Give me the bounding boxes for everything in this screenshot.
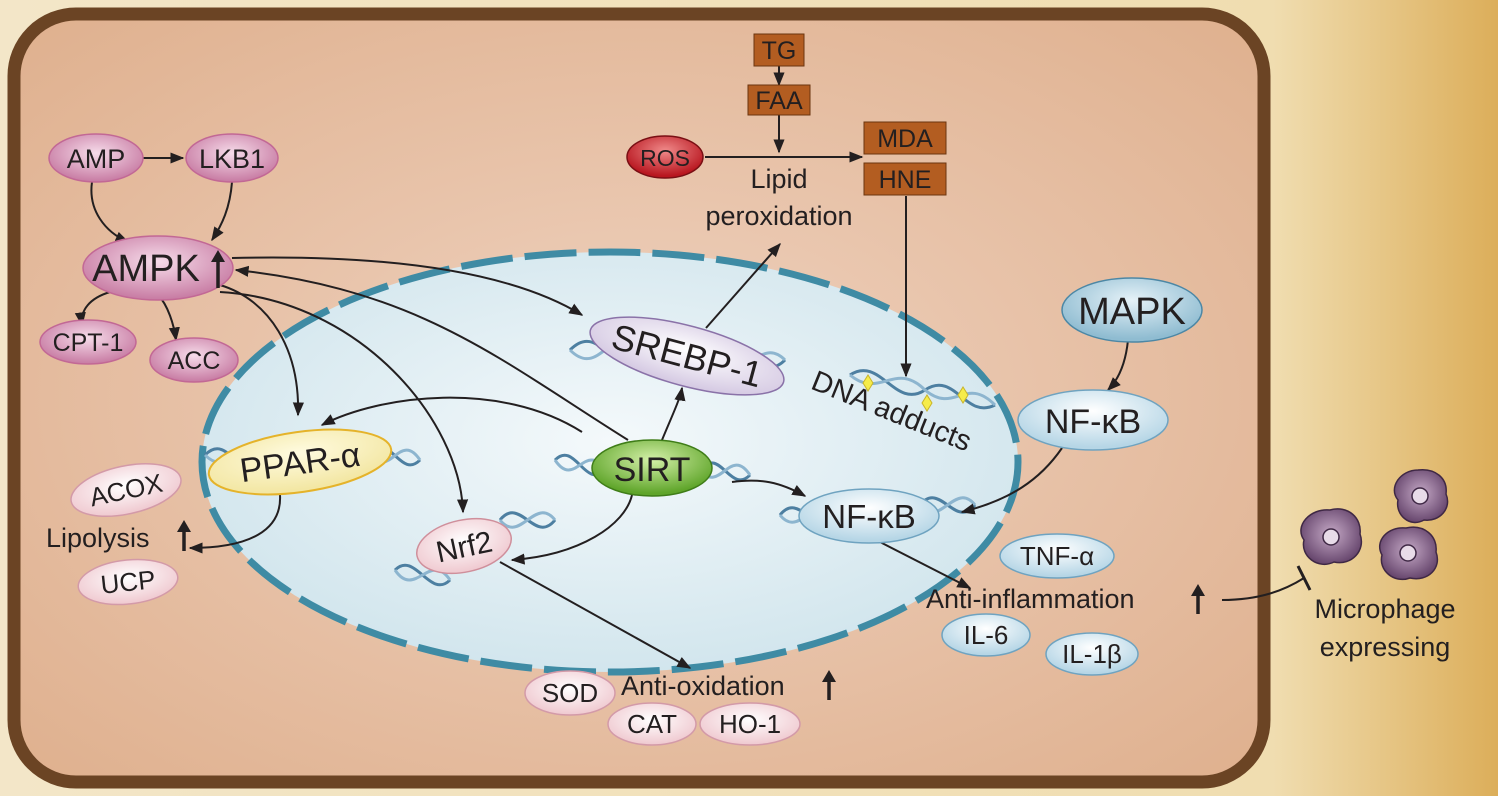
label-sirt: SIRT [614, 451, 691, 489]
arrow-amp-ampk [90, 181, 130, 243]
label-nfkb-inner: NF-κB [822, 498, 916, 535]
label-cpt1: CPT-1 [53, 329, 124, 357]
label-mda: MDA [877, 125, 933, 153]
connectors [74, 66, 1312, 669]
node-ho1: HO-1 [699, 702, 801, 746]
label-ampk: AMPK [92, 248, 200, 290]
inhibit-bar [1296, 565, 1312, 591]
label-lipolysis: Lipolysis [46, 523, 150, 553]
node-nrf2: Nrf2 [415, 517, 513, 575]
node-tnf-alpha: TNF-α [999, 533, 1115, 579]
label-sod: SOD [542, 678, 598, 708]
dna-adduct-marks [862, 374, 969, 412]
node-ucp: UCP [77, 558, 179, 606]
label-lipid: Lipid [750, 164, 807, 194]
arrow-sirt-nfkb [731, 479, 807, 497]
node-sod: SOD [524, 670, 616, 716]
label-ucp: UCP [99, 564, 157, 600]
arrow-mapk-nfkb [1107, 339, 1129, 391]
arrow-ampk-ppar [219, 284, 304, 417]
node-nfkb-outer: NF-κB [1017, 389, 1169, 451]
label-ros: ROS [640, 145, 690, 171]
macrophage-cell-icon [1393, 469, 1449, 524]
macrophage-cell-icon [1300, 508, 1363, 565]
node-cpt1: CPT-1 [39, 319, 137, 365]
node-nfkb-inner: NF-κB [798, 488, 940, 544]
arrow-nfkb-antiinflammation [879, 541, 972, 589]
dna-helix-adducts [849, 369, 997, 410]
label-acc: ACC [168, 347, 221, 375]
box-mda: MDA [863, 121, 947, 155]
arrow-sirt-srebp [659, 386, 686, 446]
box-tg: TG [753, 33, 805, 67]
label-cat: CAT [627, 709, 677, 739]
node-ros: ROS [626, 135, 704, 179]
box-faa: FAA [747, 84, 811, 116]
node-lkb1: LKB1 [185, 133, 279, 183]
node-ampk: AMPK [82, 235, 234, 301]
label-hne: HNE [879, 166, 932, 194]
arrow-sirt-ampk [234, 265, 629, 441]
label-mapk: MAPK [1078, 291, 1186, 333]
arrow-nrf2-antioxidation [499, 561, 692, 669]
node-sirt: SIRT [591, 439, 713, 497]
label-nfkb-outer: NF-κB [1045, 403, 1141, 441]
node-amp: AMP [48, 133, 144, 183]
arrow-nfkb-nfkb [960, 447, 1063, 515]
label-ho1: HO-1 [719, 709, 781, 739]
arrow-srebp-lipid [705, 242, 781, 329]
node-acc: ACC [149, 337, 239, 383]
label-tg: TG [762, 37, 797, 65]
arrow-sirt-nrf2 [510, 494, 633, 565]
label-faa: FAA [755, 87, 803, 115]
node-il6: IL-6 [941, 613, 1031, 657]
node-acox: ACOX [70, 463, 182, 517]
label-amp: AMP [67, 144, 126, 174]
arrow-ampk-nrf2 [219, 291, 469, 514]
macrophage-cell-icon [1379, 526, 1439, 581]
label-il1b: IL-1β [1062, 639, 1122, 669]
node-mapk: MAPK [1061, 277, 1203, 343]
up-arrow-icon [211, 250, 225, 288]
label-expressing: expressing [1320, 632, 1451, 662]
node-cat: CAT [607, 702, 697, 746]
arrow-ppar-lipolysis [188, 494, 282, 554]
arrow-ampk-srebp [231, 256, 584, 316]
arrow-lkb1-ampk [211, 181, 233, 242]
lipolysis-up-arrow-icon [177, 520, 191, 551]
label-anti-inflammation: Anti-inflammation [926, 584, 1135, 614]
label-anti-oxidation: Anti-oxidation [621, 671, 785, 701]
node-il1b: IL-1β [1045, 632, 1139, 676]
label-peroxidation: peroxidation [705, 201, 852, 231]
label-tnf-alpha: TNF-α [1020, 541, 1094, 571]
arrow-sirt-ppar [320, 396, 583, 433]
box-hne: HNE [863, 162, 947, 196]
oxidation-up-arrow-icon [822, 670, 836, 700]
label-microphage: Microphage [1314, 594, 1455, 624]
label-lkb1: LKB1 [199, 144, 265, 174]
inhibit-antiinflammation-microphage [1221, 577, 1305, 601]
inflammation-up-arrow-icon [1191, 584, 1205, 614]
label-il6: IL-6 [964, 620, 1009, 650]
node-ppar-alpha: PPAR-α [207, 428, 393, 496]
